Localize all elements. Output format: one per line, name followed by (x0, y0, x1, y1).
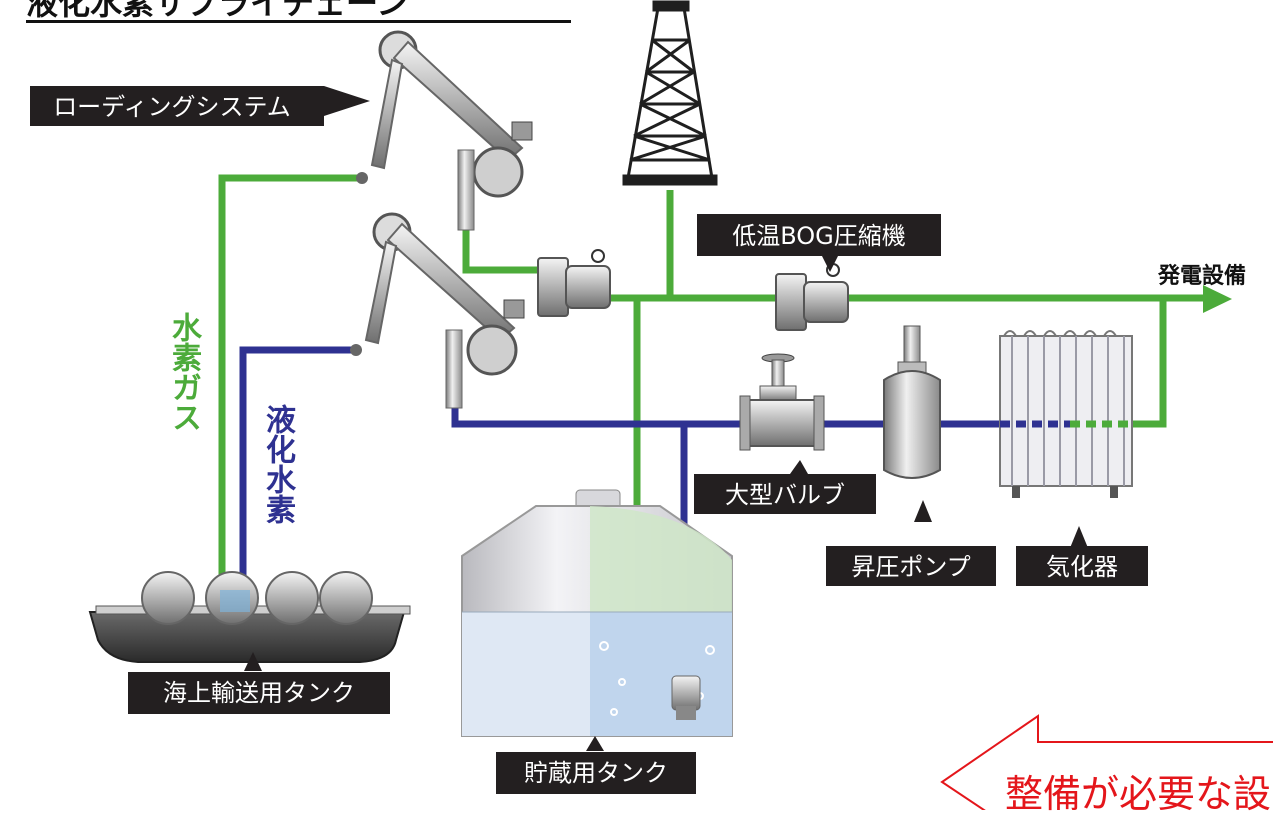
compressor-bog (775, 263, 849, 331)
label-pointers (244, 86, 1088, 751)
bog-compressor-label: 低温BOG圧縮機 (732, 222, 906, 250)
liquid-hydrogen-label: 液化水素 (260, 404, 295, 524)
marine-tank-label: 海上輸送用タンク (163, 679, 355, 707)
storage-tank-box (496, 752, 696, 794)
loading-system-box (30, 86, 324, 126)
page-title: 液化水素サプライチェーン (26, 0, 571, 23)
loading-arm-upper (356, 30, 533, 231)
booster-pump-box (826, 546, 996, 586)
bog-compressor-box (697, 214, 941, 256)
loading-arm-lower (350, 212, 525, 409)
callout-arrow-outline (940, 714, 1273, 818)
ship-icon (88, 571, 411, 663)
storage-tank-icon (461, 489, 733, 737)
compressor-left (537, 249, 611, 317)
vaporizer-label: 気化器 (1046, 553, 1118, 581)
liquid-pipe-arm-to-ship (239, 346, 355, 598)
label-texts: ローディングシステム 低温BOG圧縮機 大型バルブ 昇圧ポンプ 気化器 海上輸送… (53, 93, 1118, 787)
power-arrow-head (1203, 285, 1232, 313)
large-valve-label: 大型バルブ (725, 481, 845, 509)
loading-system-label: ローディングシステム (53, 93, 291, 121)
label-boxes (30, 86, 1148, 794)
booster-pump-label: 昇圧ポンプ (851, 553, 970, 581)
valve-icon (739, 353, 825, 451)
large-valve-box (694, 474, 876, 514)
gas-pipe-arm-to-compressor (462, 222, 545, 274)
gas-pipe-loading-to-ship (218, 174, 360, 592)
vaporizer-icon (999, 330, 1133, 498)
storage-tank-label: 貯蔵用タンク (524, 759, 668, 787)
marine-tank-box (128, 672, 390, 714)
hydrogen-gas-label: 水素ガス (166, 312, 201, 432)
derrick-tower (622, 0, 718, 186)
power-plant-label: 発電設備 (1158, 264, 1247, 289)
callout-text: 整備が必要な設 (1005, 772, 1272, 816)
pump-icon (883, 325, 941, 479)
vaporizer-box (1016, 546, 1148, 586)
